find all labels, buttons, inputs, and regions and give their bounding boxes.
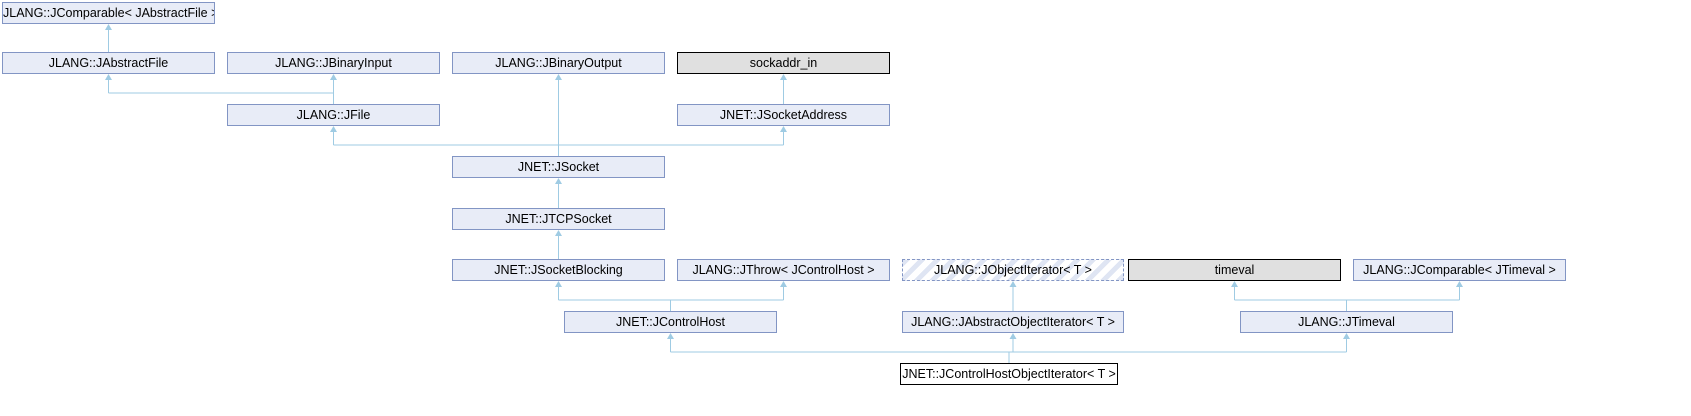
class-node-label: JNET::JSocketAddress [719, 108, 848, 122]
class-node-timeval[interactable]: timeval [1128, 259, 1341, 281]
class-node-jcontrolhost[interactable]: JNET::JControlHost [564, 311, 777, 333]
class-node-jabstractobjectiterator_t[interactable]: JLANG::JAbstractObjectIterator< T > [902, 311, 1124, 333]
class-node-jcomparable_jabstractfile[interactable]: JLANG::JComparable< JAbstractFile > [2, 2, 215, 24]
class-node-jfile[interactable]: JLANG::JFile [227, 104, 440, 126]
class-node-label: JNET::JTCPSocket [505, 212, 612, 226]
class-node-jobjectiterator_t[interactable]: JLANG::JObjectIterator< T > [902, 259, 1124, 281]
class-node-label: JLANG::JAbstractObjectIterator< T > [911, 315, 1115, 329]
class-node-jthrow_jcontrolhost[interactable]: JLANG::JThrow< JControlHost > [677, 259, 890, 281]
class-node-label: JNET::JControlHostObjectIterator< T > [902, 367, 1116, 381]
class-node-label: JLANG::JFile [296, 108, 371, 122]
class-node-label: JLANG::JBinaryInput [275, 56, 392, 70]
class-node-jabstractfile[interactable]: JLANG::JAbstractFile [2, 52, 215, 74]
class-node-jcontrolhostobjectiterator_t[interactable]: JNET::JControlHostObjectIterator< T > [900, 363, 1118, 385]
class-node-jbinaryoutput[interactable]: JLANG::JBinaryOutput [452, 52, 665, 74]
class-node-label: JLANG::JBinaryOutput [495, 56, 622, 70]
class-node-label: JLANG::JComparable< JAbstractFile > [3, 6, 215, 20]
class-node-sockaddr_in[interactable]: sockaddr_in [677, 52, 890, 74]
class-node-jcomparable_jtimeval[interactable]: JLANG::JComparable< JTimeval > [1353, 259, 1566, 281]
class-node-jsocketaddress[interactable]: JNET::JSocketAddress [677, 104, 890, 126]
class-node-label: JLANG::JObjectIterator< T > [934, 263, 1092, 277]
class-node-label: JLANG::JThrow< JControlHost > [692, 263, 875, 277]
class-node-label: timeval [1214, 263, 1255, 277]
class-node-label: sockaddr_in [749, 56, 818, 70]
class-node-jtimeval[interactable]: JLANG::JTimeval [1240, 311, 1453, 333]
class-node-jbinaryinput[interactable]: JLANG::JBinaryInput [227, 52, 440, 74]
class-node-label: JLANG::JAbstractFile [48, 56, 169, 70]
class-node-jsocketblocking[interactable]: JNET::JSocketBlocking [452, 259, 665, 281]
class-node-label: JLANG::JTimeval [1298, 315, 1395, 329]
class-node-label: JNET::JControlHost [615, 315, 726, 329]
class-node-jtcpsocket[interactable]: JNET::JTCPSocket [452, 208, 665, 230]
class-node-label: JLANG::JComparable< JTimeval > [1363, 263, 1556, 277]
class-node-label: JNET::JSocketBlocking [494, 263, 623, 277]
class-node-label: JNET::JSocket [517, 160, 600, 174]
class-node-jsocket[interactable]: JNET::JSocket [452, 156, 665, 178]
